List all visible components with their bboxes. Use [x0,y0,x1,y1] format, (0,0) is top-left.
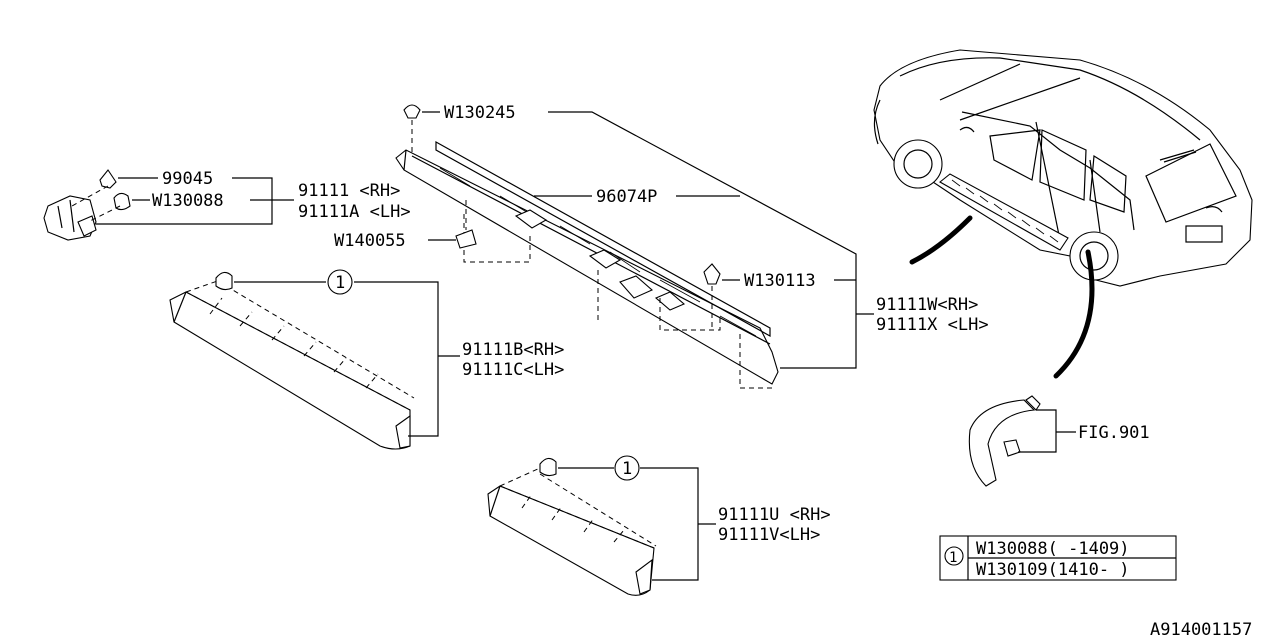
clip-w130088-icon [113,192,131,211]
bracket-fig901 [1018,409,1076,453]
pointer-molding-front [909,215,973,265]
legend-symbol: 1 [949,550,957,566]
legend-row-2: W130109(1410- ) [976,560,1130,580]
legend-table: 1 W130088( -1409) W130109(1410- ) [939,535,1177,581]
label-91111w-rh: 91111W<RH> [876,295,978,315]
clip-w130245-icon [403,104,421,119]
label-w130245: W130245 [444,103,516,123]
label-fig901: FIG.901 [1078,423,1150,443]
clip-front-icon [215,271,233,291]
bracket-91111b [234,281,439,437]
clip-99045-icon [99,169,117,189]
label-91111v-lh: 91111V<LH> [718,525,820,545]
legend-symbol-circle [944,546,964,566]
bracket-91111w [548,111,857,369]
end-cover-part [43,195,97,241]
rear-cover-part [487,467,657,596]
leader-w130113-bracket [834,279,874,315]
label-91111u-rh: 91111U <RH> [718,505,831,525]
clip-w140055-icon [455,229,477,249]
label-96074p: 96074P [596,187,657,207]
clip-rear-icon [539,457,557,477]
bracket-91111 [96,177,294,225]
callout-2-label: 1 [622,459,632,479]
label-w130088: W130088 [152,191,224,211]
label-91111b-rh: 91111B<RH> [462,340,564,360]
label-w140055: W140055 [334,231,406,251]
label-91111a-lh: 91111A <LH> [298,202,411,222]
label-w130113: W130113 [744,271,816,291]
side-sill-molding [395,140,779,389]
callout-1-label: 1 [335,273,345,293]
callout-circle-1 [327,269,353,295]
pointer-molding-rear [1053,249,1095,379]
front-cover-part [169,277,415,450]
mud-guard-part [968,395,1041,487]
diagram-id: A914001157 [1150,620,1252,640]
label-99045: 99045 [162,169,213,189]
label-91111-rh: 91111 <RH> [298,181,400,201]
label-91111x-lh: 91111X <LH> [876,315,989,335]
label-91111c-lh: 91111C<LH> [462,360,564,380]
legend-row-1: W130088( -1409) [976,539,1130,559]
clip-w130113-icon [703,263,721,285]
vehicle-illustration [873,49,1253,287]
callout-circle-2 [614,455,640,481]
